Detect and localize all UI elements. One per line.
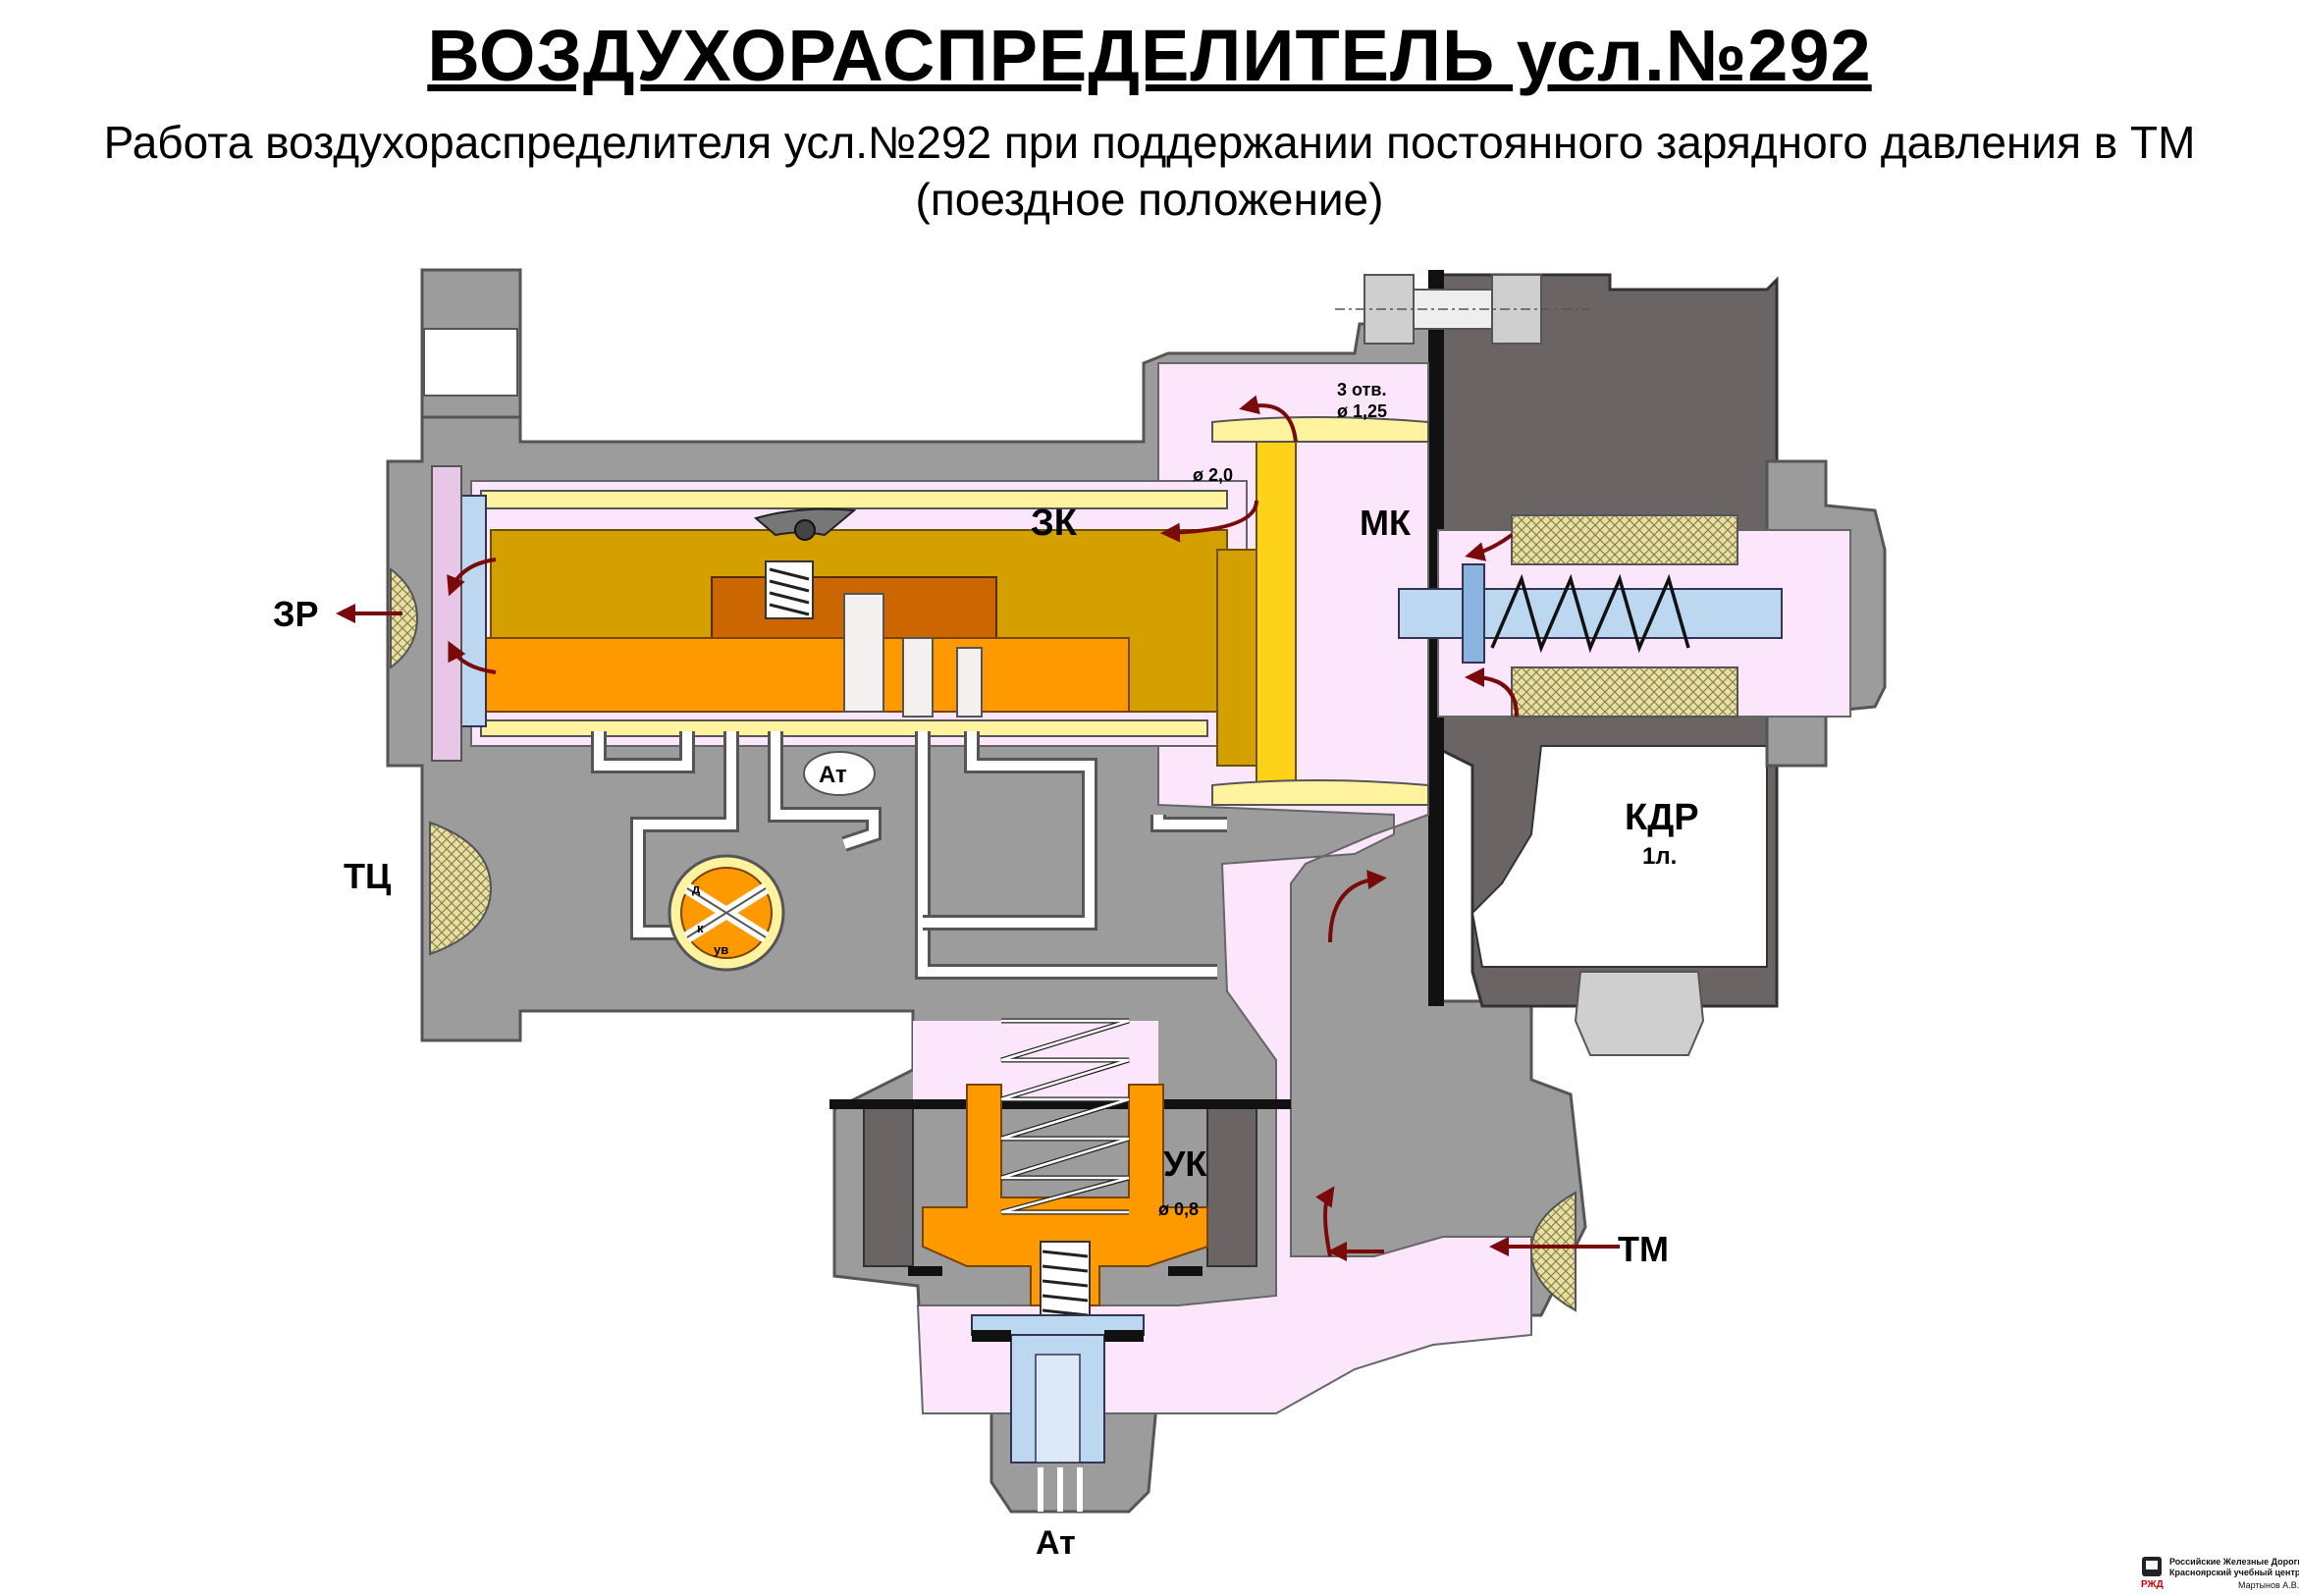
passage-channels [591, 731, 1227, 980]
label-hole-d08: ø 0,8 [1158, 1199, 1199, 1219]
label-holes3: 3 отв. [1337, 380, 1386, 399]
label-at-bottom: Ат [1036, 1524, 1076, 1562]
slide-valve [485, 507, 1130, 718]
at-top-outlet [803, 751, 876, 796]
uk-valve-assembly [829, 1018, 1291, 1512]
label-uk: УК [1163, 1144, 1207, 1184]
label-kdr-vol: 1л. [1642, 843, 1677, 870]
zr-check-valves [390, 465, 487, 762]
footer-author: Мартынов А.В. [2238, 1580, 2299, 1590]
tc-plug [429, 821, 493, 956]
flow-arrows [336, 395, 1620, 1261]
footer-credits: РЖД Российские Железные Дороги Красноярс… [2140, 1555, 2299, 1594]
label-hole-d20: ø 2,0 [1193, 465, 1233, 485]
mode-switch-valve [668, 854, 785, 972]
rzd-logo-icon: РЖД [2141, 1557, 2164, 1590]
label-valve-d: д [692, 881, 701, 896]
footer-org-line-2: Красноярский учебный центр [2169, 1568, 2299, 1577]
label-tm: ТМ [1618, 1229, 1669, 1269]
label-at-top: Ат [819, 762, 847, 788]
label-kdr: КДР [1625, 797, 1699, 838]
label-tc: ТЦ [344, 856, 392, 896]
page-title: ВОЗДУХОРАСПРЕДЕЛИТЕЛЬ усл.№292 [427, 15, 1872, 96]
label-mk: МК [1360, 503, 1412, 543]
top-bolt [1335, 274, 1590, 345]
page-subtitle: Работа воздухораспределителя усл.№292 пр… [0, 114, 2299, 228]
label-zr: ЗР [273, 594, 319, 634]
footer-org-line-1: Российские Железные Дороги [2169, 1557, 2299, 1567]
bottom-nut [1574, 971, 1705, 1056]
label-valve-k: к [697, 921, 704, 935]
diagram-labels: ЗР ТЦ ЗК МК КДР 1л. УК ТМ Ат Ат 3 отв. ø… [273, 380, 1699, 1562]
svg-text:РЖД: РЖД [2141, 1579, 2164, 1590]
subtitle-line-2: (поездное положение) [915, 174, 1384, 225]
mk-spring-rod [1398, 514, 1783, 718]
label-hole-d125: ø 1,25 [1337, 401, 1387, 421]
label-valve-uv: ув [714, 942, 728, 957]
tm-plug [1529, 1191, 1577, 1312]
subtitle-line-1: Работа воздухораспределителя усл.№292 пр… [103, 117, 2196, 168]
label-zk: ЗК [1031, 503, 1078, 544]
